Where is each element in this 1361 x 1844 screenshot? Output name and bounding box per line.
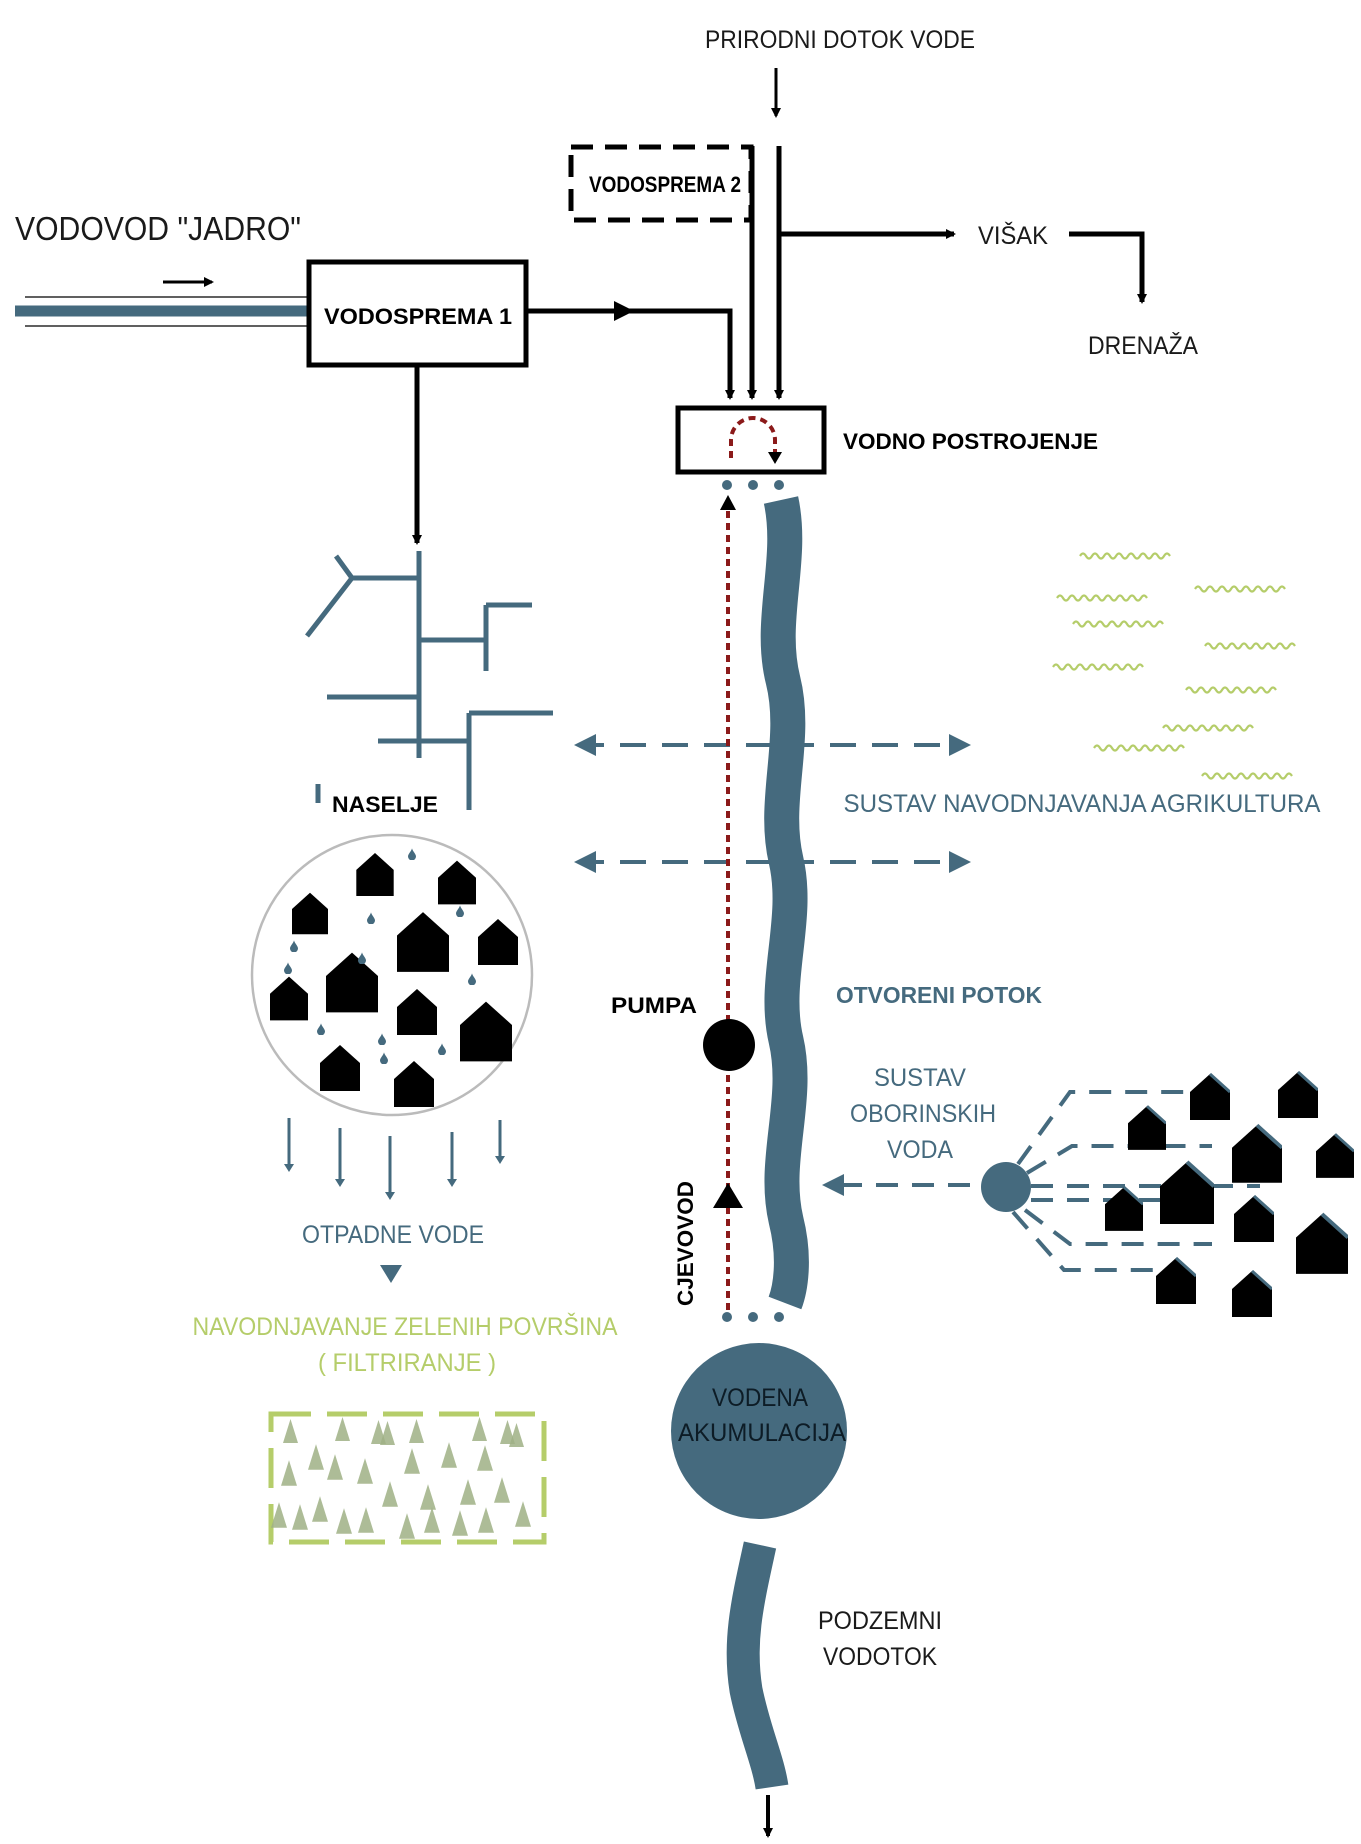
house-icon (1232, 1270, 1272, 1318)
plant-outlet-dot (748, 480, 758, 490)
house-icon (1105, 1185, 1143, 1233)
house-icon (1128, 1104, 1166, 1152)
house-icon (1234, 1194, 1274, 1244)
drainage-pipe (1069, 231, 1147, 304)
green-area-box (268, 1411, 547, 1545)
accumulation-label-line1: VODENA (712, 1384, 808, 1412)
plant-outlet-dot (774, 480, 784, 490)
tree-icon (478, 1507, 494, 1533)
stormwater-label-line1: SUSTAV (874, 1064, 966, 1092)
tree-icon (283, 1419, 298, 1443)
crop-row-icon (1051, 663, 1145, 671)
tree-icon (404, 1448, 420, 1474)
tree-icon (357, 1458, 373, 1484)
crop-row-icon (1071, 620, 1165, 628)
reservoir-1-label: VODOSPREMA 1 (324, 304, 512, 329)
settlement-distribution-network (305, 551, 553, 810)
accumulation-inlet-dot (748, 1312, 758, 1322)
wastewater-arrows (287, 1118, 502, 1196)
house-icon (1190, 1072, 1230, 1122)
pipeline-label: CJEVOVOD (673, 1181, 698, 1306)
natural-inflow-label: PRIRODNI DOTOK VODE (705, 26, 975, 54)
crop-row-icon (1161, 724, 1255, 732)
crop-row-icon (1184, 686, 1278, 694)
crop-row-icon (1092, 744, 1186, 752)
house-icon (1296, 1214, 1348, 1274)
surplus-label: VIŠAK (978, 221, 1048, 250)
green-irrigation-label: NAVODNJAVANJE ZELENIH POVRŠINA (193, 1312, 618, 1341)
water-accumulation (671, 1343, 847, 1519)
crop-row-icon (1193, 585, 1287, 593)
pump-label: PUMPA (611, 993, 697, 1018)
house-icon (1160, 1162, 1214, 1224)
filtering-label: ( FILTRIRANJE ) (318, 1349, 496, 1377)
tree-icon (441, 1442, 457, 1468)
reservoir-2-box (568, 144, 754, 223)
accumulation-inlet-dot (774, 1312, 784, 1322)
tree-icon (515, 1501, 531, 1527)
open-stream-label: OTVORENI POTOK (836, 982, 1042, 1008)
tree-icon (460, 1479, 476, 1505)
pump-icon (703, 1019, 755, 1071)
irrigation-agriculture-label: SUSTAV NAVODNJAVANJA AGRIKULTURA (844, 790, 1321, 818)
accumulation-label-line2: AKUMULACIJA (678, 1419, 846, 1447)
tree-icon (472, 1417, 487, 1441)
plant-recirculation-head (768, 452, 782, 464)
open-stream (760, 496, 809, 1310)
tree-icon (336, 1508, 352, 1534)
house-icon (1316, 1132, 1354, 1180)
tree-icon (399, 1513, 415, 1539)
underground-label-line1: PODZEMNI (818, 1607, 942, 1635)
green-area-trees (271, 1417, 531, 1539)
crop-row-icon (1200, 772, 1294, 780)
tree-icon (281, 1460, 297, 1486)
tree-icon (335, 1417, 350, 1441)
plant-outlet-dot (722, 480, 732, 490)
settlement-label: NASELJE (332, 792, 438, 817)
stormwater-label-line2: OBORINSKIH (850, 1100, 996, 1128)
wastewater-arrowheads (284, 1156, 505, 1200)
tree-icon (382, 1481, 398, 1507)
tree-icon (424, 1507, 440, 1533)
wastewater-down-arrow (380, 1265, 402, 1283)
stormwater-collector (981, 1162, 1031, 1212)
agriculture-field (1051, 552, 1297, 780)
wastewater-label: OTPADNE VODE (302, 1221, 484, 1249)
tree-icon (308, 1444, 324, 1470)
stormwater-collection-lines (1011, 1090, 1260, 1272)
aqueduct-label: VODOVOD "JADRO" (15, 210, 301, 247)
tree-icon (358, 1507, 374, 1533)
reservoir-1-to-plant-pipe (526, 308, 735, 400)
tree-icon (452, 1510, 468, 1536)
tree-icon (327, 1454, 343, 1480)
drainage-label: DRENAŽA (1088, 331, 1198, 360)
underground-stream (726, 1541, 789, 1790)
tree-icon (494, 1477, 510, 1503)
reservoir-2-label: VODOSPREMA 2 (589, 172, 741, 197)
stormwater-houses (1105, 1070, 1354, 1318)
tree-icon (409, 1419, 424, 1443)
water-plant-label: VODNO POSTROJENJE (843, 429, 1098, 454)
house-icon (1156, 1256, 1196, 1306)
crop-row-icon (1055, 594, 1149, 602)
house-icon (1278, 1070, 1318, 1120)
underground-label-line2: VODOTOK (823, 1643, 937, 1671)
stormwater-label-line3: VODA (887, 1136, 953, 1164)
tree-icon (292, 1504, 308, 1530)
plant-recirculation-arrow (729, 416, 777, 458)
pipeline-mid-arrowhead (713, 1183, 743, 1208)
house-icon (1232, 1125, 1282, 1183)
crop-row-icon (1078, 552, 1172, 560)
pipeline-top-arrowhead (720, 495, 736, 510)
reservoir-1-flow-arrow (614, 301, 634, 321)
accumulation-inlet-dot (722, 1312, 732, 1322)
tree-icon (312, 1496, 328, 1522)
tree-icon (477, 1445, 493, 1471)
crop-row-icon (1203, 642, 1297, 650)
tree-icon (420, 1484, 436, 1510)
